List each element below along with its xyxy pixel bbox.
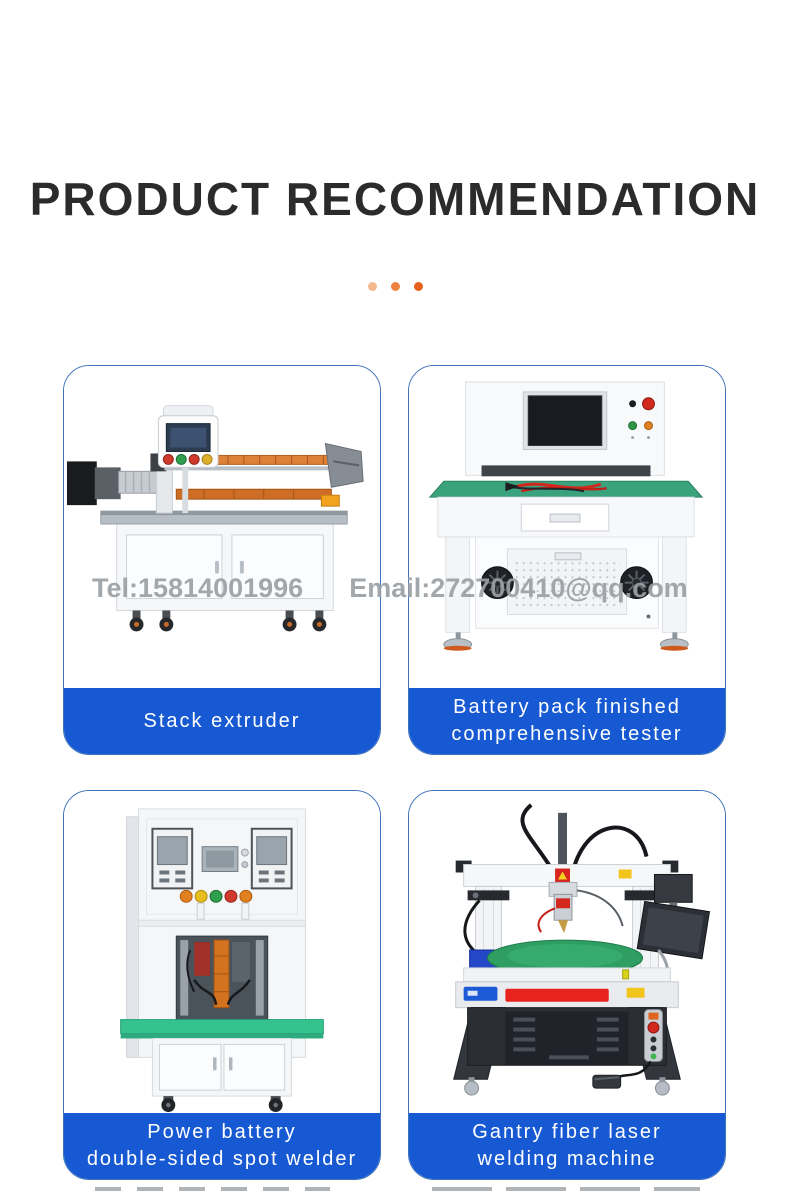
product-card-gantry-laser[interactable]: Gantry fiber laser welding machine	[408, 790, 726, 1180]
product-image-gantry-laser	[409, 791, 725, 1113]
product-title-line: comprehensive tester	[451, 723, 683, 745]
page-title: PRODUCT RECOMMENDATION	[29, 173, 761, 225]
product-title-line: double-sided spot welder	[86, 1148, 358, 1170]
product-image-spot-welder	[64, 791, 380, 1113]
bottom-crop-artifact	[95, 1187, 330, 1191]
spot-welder-illustration	[120, 808, 324, 1113]
product-image-battery-tester	[409, 366, 725, 688]
product-title-line: Battery pack finished	[453, 696, 681, 718]
product-title-line: welding machine	[477, 1148, 657, 1170]
accent-dot-medium	[390, 282, 400, 291]
product-title-banner: Power battery double-sided spot welder	[64, 1113, 380, 1179]
product-image-stack-extruder	[64, 366, 380, 688]
product-title-banner: Stack extruder	[64, 688, 380, 754]
product-title-line: Power battery	[147, 1121, 297, 1143]
title-accent-dots	[0, 282, 790, 291]
product-card-spot-welder[interactable]: Power battery double-sided spot welder	[63, 790, 381, 1180]
product-grid: Stack extruder	[63, 365, 726, 1180]
product-title-line: Stack extruder	[143, 709, 301, 732]
accent-dot-dark	[413, 282, 423, 291]
product-title-banner: Battery pack finished comprehensive test…	[409, 688, 725, 754]
stack-extruder-illustration	[66, 405, 364, 632]
product-title-banner: Gantry fiber laser welding machine	[409, 1113, 725, 1179]
gantry-laser-illustration	[453, 803, 711, 1096]
product-card-battery-tester[interactable]: Battery pack finished comprehensive test…	[408, 365, 726, 755]
accent-dot-light	[367, 282, 377, 291]
product-title-line: Gantry fiber laser	[472, 1121, 662, 1143]
bottom-crop-artifact	[432, 1187, 700, 1191]
battery-tester-illustration	[428, 381, 704, 651]
product-card-stack-extruder[interactable]: Stack extruder	[63, 365, 381, 755]
